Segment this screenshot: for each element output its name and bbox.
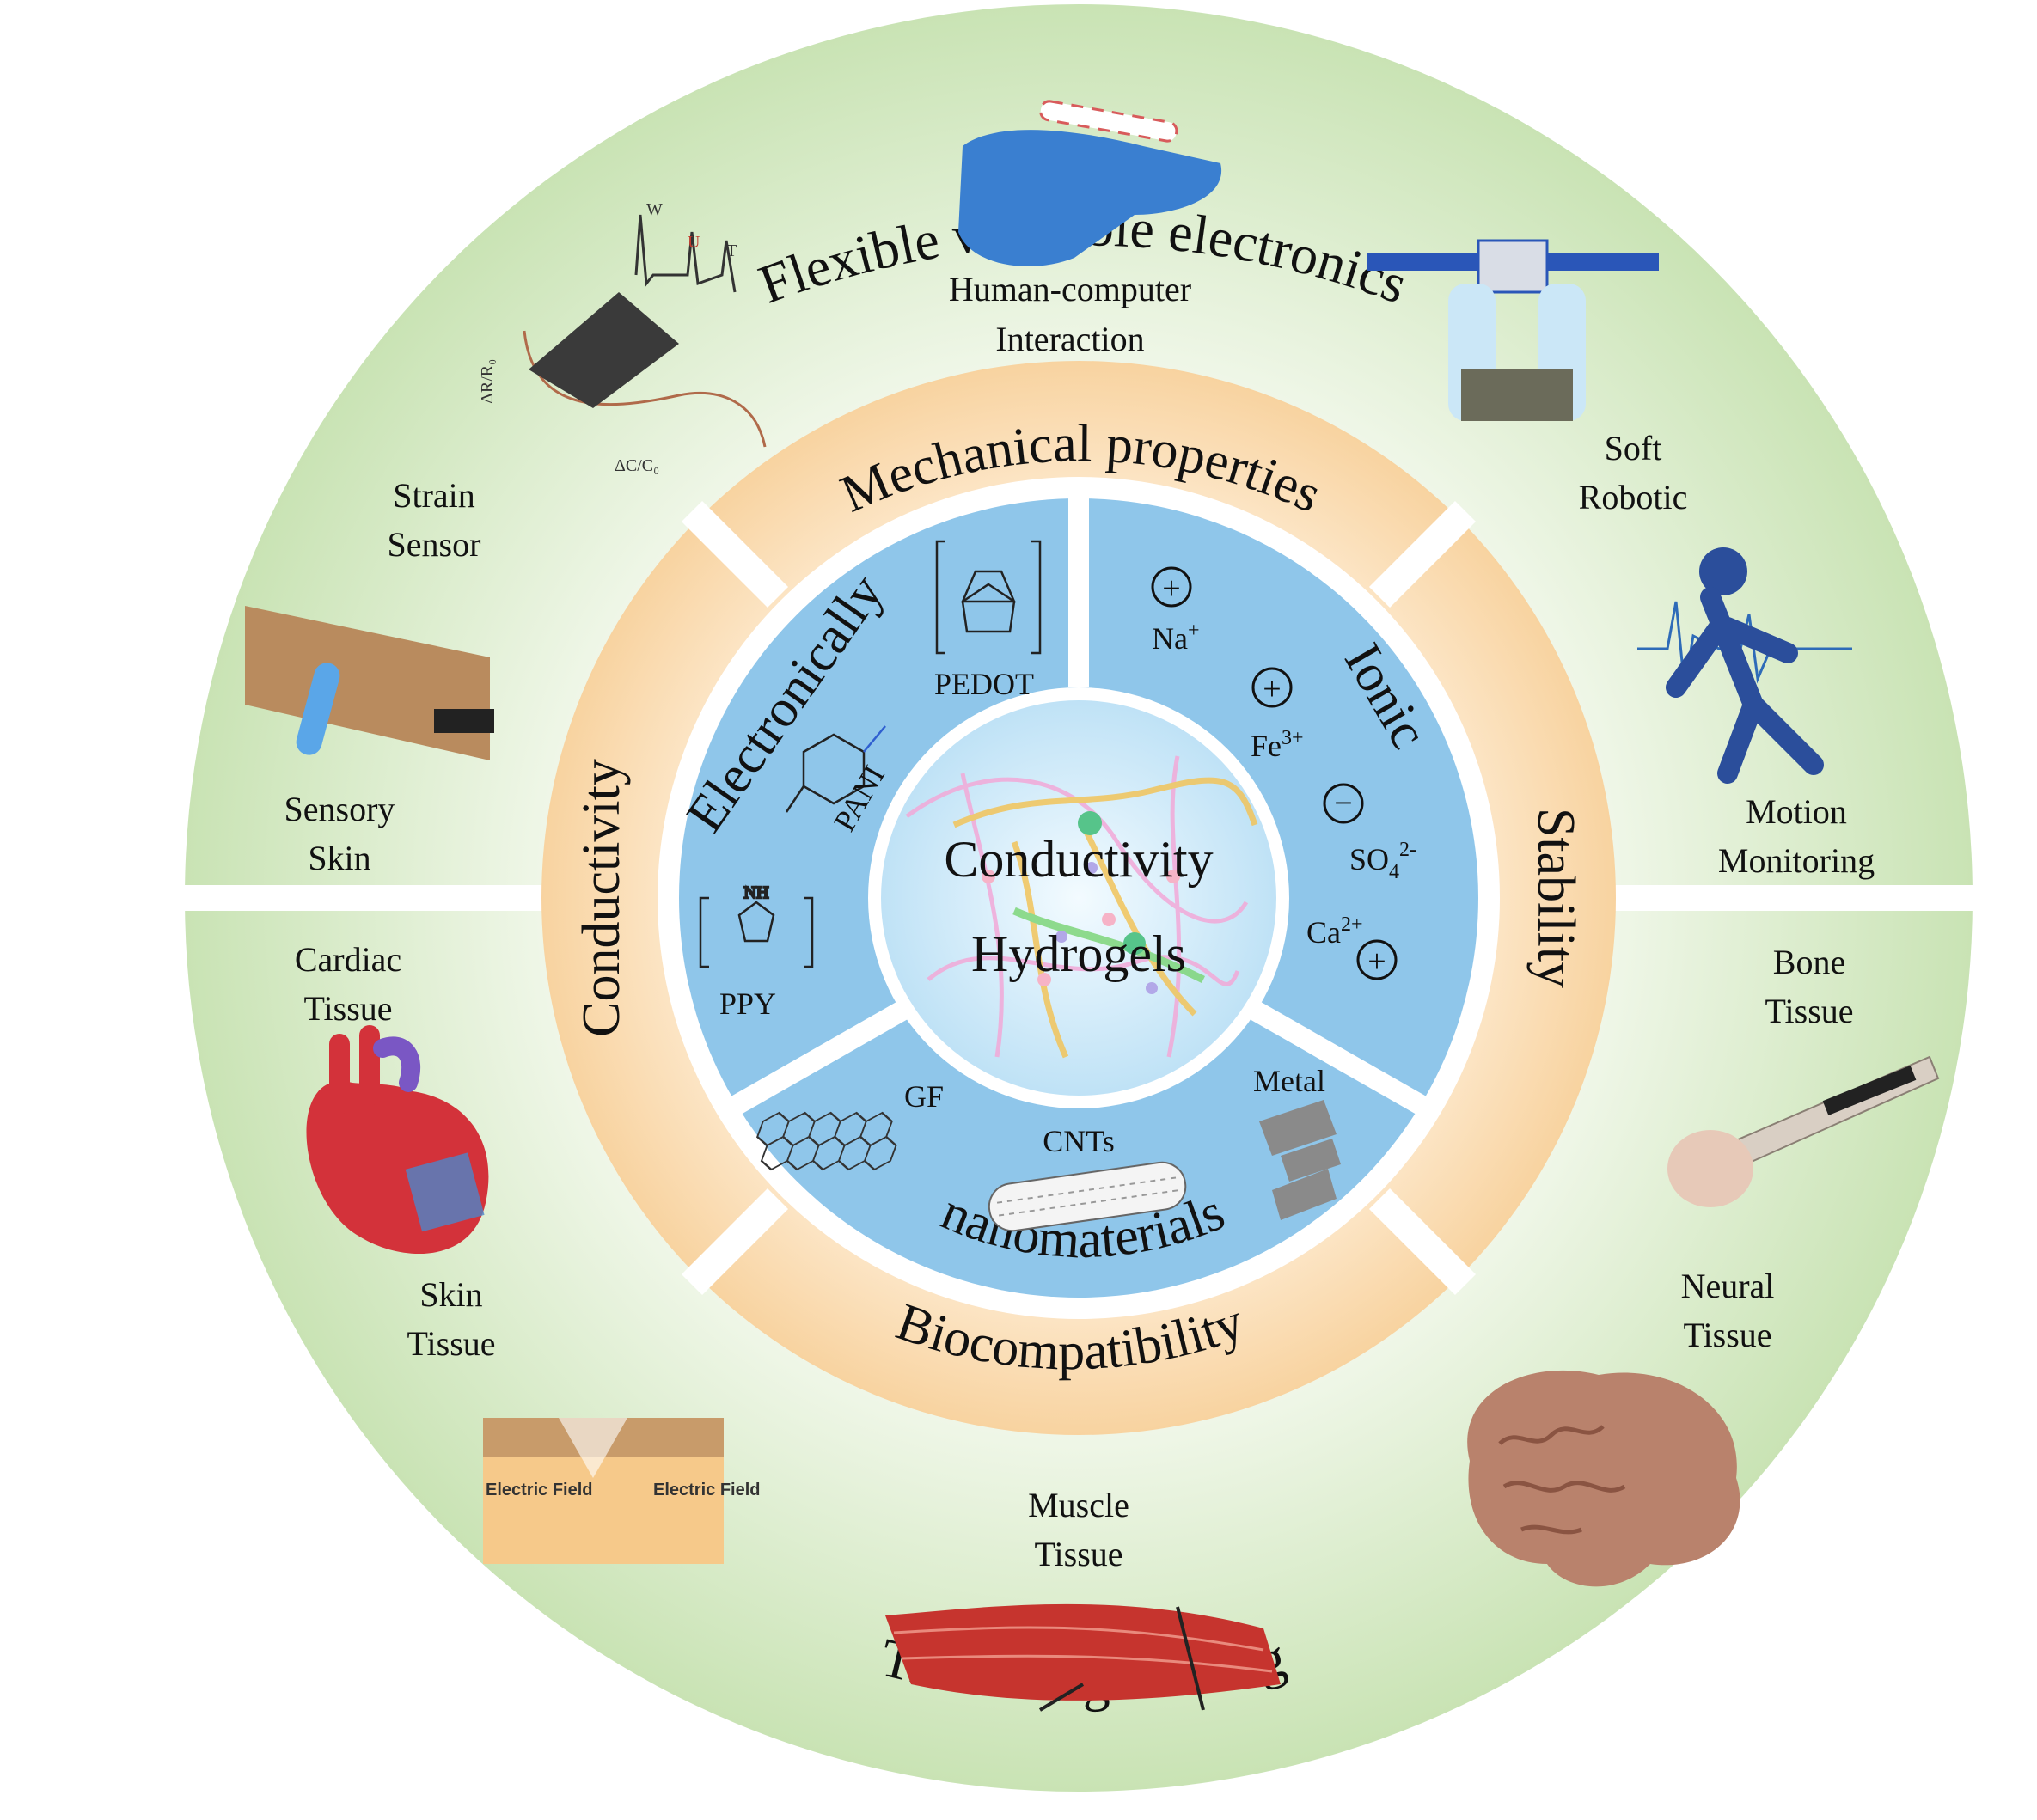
muscle-tissue-label-line2: Tissue [1034,1535,1122,1573]
motion-monitoring-illustration [1637,547,1852,784]
motion-monitoring-label-line2: Monitoring [1718,841,1875,880]
pedot-structure [935,540,1042,655]
svg-text:ΔC/C₀: ΔC/C₀ [615,456,659,475]
crosslink-node [1078,811,1102,835]
ion-ca: + Ca2+ [1306,913,1398,980]
cardiac-tissue-label-line2: Tissue [303,989,392,1028]
gf-label: GF [904,1079,944,1114]
pani-structure [785,725,886,813]
svg-text:+: + [1162,571,1180,607]
metal-structure [1259,1100,1341,1220]
sensory-skin-illustration [245,606,494,760]
graphene-structure [755,1111,897,1171]
bone-illustration [1667,1055,1940,1207]
ion-na: + Na+ [1151,566,1200,656]
ion-so4: − SO42- [1323,783,1416,883]
ppy-nh-label: NH [744,883,769,902]
metal-label: Metal [1253,1064,1325,1098]
svg-text:Ca2+: Ca2+ [1306,913,1363,950]
neural-tissue-label-line1: Neural [1681,1267,1775,1305]
svg-text:+: + [1367,944,1386,980]
ion-dots [982,862,1180,994]
strain-sensor-label-line1: Strain [393,476,475,515]
stability-label: Stability [1526,808,1585,988]
skin-tissue-label-line2: Tissue [407,1324,495,1363]
hydrogel-core: Conductivity Hydrogels [881,700,1276,1096]
hci-label-line1: Human-computer [949,270,1191,308]
soft-robotic-illustration [1367,239,1659,421]
svg-text:W: W [646,200,663,219]
strain-sensor-illustration: W U T ΔR/R₀ ΔC/C₀ [478,200,767,475]
soft-robotic-label-line2: Robotic [1579,478,1688,516]
bone-tissue-label-line2: Tissue [1765,992,1853,1030]
svg-text:SO42-: SO42- [1349,839,1416,883]
sensory-skin-label-line2: Skin [308,839,370,877]
core-title-line1: Conductivity [944,831,1213,888]
polymer-network [905,755,1258,1059]
conductivity-label: Conductivity [572,759,631,1037]
sensory-skin-label-line1: Sensory [284,790,395,828]
neural-tissue-label-line2: Tissue [1683,1316,1771,1354]
hci-illustration [958,100,1222,266]
svg-text:Electric Field: Electric Field [653,1481,761,1499]
core-title-line2: Hydrogels [971,925,1186,982]
crosslink-node [1123,932,1146,955]
strain-sensor-label-line2: Sensor [388,525,481,564]
property-ring-dividers [681,500,1477,1296]
muscle-tissue-label-line1: Muscle [1028,1486,1129,1524]
bone-tissue-label-line1: Bone [1773,943,1845,981]
svg-text:ΔR/R₀: ΔR/R₀ [478,359,497,404]
ion-fe: + Fe3+ [1251,667,1304,763]
muscle-illustration [885,1603,1281,1712]
svg-text:U: U [688,233,700,252]
soft-robotic-label-line1: Soft [1605,429,1662,467]
svg-text:T: T [726,241,737,260]
cnt-structure [988,1161,1187,1232]
cardiac-tissue-label-line1: Cardiac [295,940,401,979]
cnts-label: CNTs [1043,1124,1115,1158]
ppy-label: PPY [719,986,776,1021]
heart-illustration [306,1025,489,1255]
svg-text:Fe3+: Fe3+ [1251,727,1304,763]
motion-monitoring-label-line1: Motion [1746,792,1847,831]
svg-text:+: + [1263,671,1281,707]
ppy-structure: NH [699,883,814,968]
svg-text:Electric Field: Electric Field [486,1481,593,1499]
skin-tissue-label-line1: Skin [419,1275,482,1314]
hci-label-line2: Interaction [995,320,1144,358]
skin-tissue-illustration: Electric Field Electric Field [483,1418,761,1564]
svg-text:−: − [1334,785,1352,821]
pedot-label: PEDOT [934,667,1034,701]
svg-text:Na+: Na+ [1152,620,1200,656]
brain-illustration [1467,1370,1740,1587]
